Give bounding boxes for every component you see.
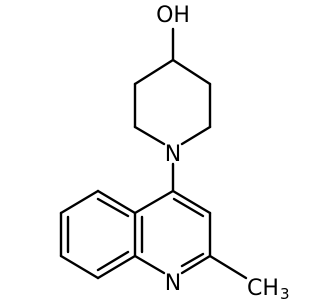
- bond-pip-n-c6: [133, 125, 166, 146]
- methyl-label: CH: [247, 276, 279, 300]
- piperidine-nitrogen-label: N: [165, 142, 181, 167]
- methyl-subscript-label: 3: [280, 285, 290, 300]
- bond-q-c2-n1-double: [180, 252, 205, 268]
- bond-q-c4-c3: [171, 189, 212, 215]
- bond-q-c2-n1: [180, 254, 212, 275]
- bond-b-c5-c6: [59, 189, 100, 215]
- bond-b-c4a-c5: [96, 189, 137, 215]
- bond-q-c4-c3-double: [172, 197, 205, 218]
- bond-b-c8-c8a: [96, 254, 137, 280]
- structure-canvas: OH N N CH 3: [59, 3, 290, 300]
- bond-b-c7-c8: [59, 254, 100, 280]
- bond-pip-c5-c4: [133, 58, 175, 86]
- bond-pip-c2-n: [180, 125, 212, 146]
- structure-diagram: OH N N CH 3: [59, 3, 290, 300]
- bond-b-c4a-c5-double: [96, 197, 130, 218]
- bond-q-n1-c8a: [133, 254, 166, 275]
- bond-c2-methyl: [208, 254, 248, 280]
- quinoline-nitrogen-label: N: [165, 271, 181, 296]
- bond-b-c8-c8a-double: [96, 250, 130, 272]
- hydroxyl-label: OH: [156, 3, 190, 28]
- bond-pip-c4-c3: [171, 58, 212, 86]
- bond-q-c4a-c4: [133, 189, 175, 215]
